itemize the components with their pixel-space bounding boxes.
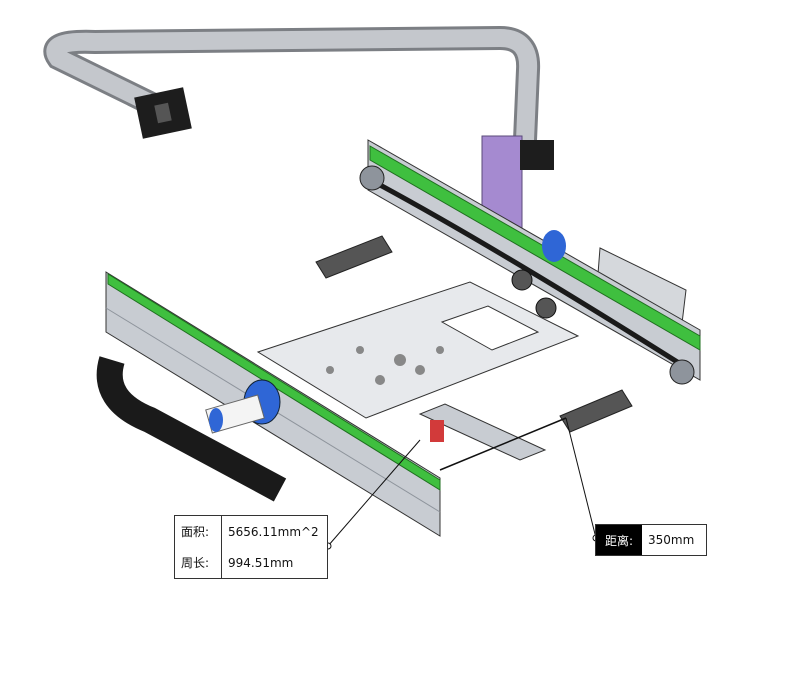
pipe-arm[interactable] xyxy=(43,25,541,152)
distance-measure-callout[interactable]: 距离: 350mm xyxy=(595,524,707,556)
foot-plate-left xyxy=(315,235,393,279)
lower-rail xyxy=(418,403,547,461)
bearing-rear xyxy=(542,230,566,262)
slider-block xyxy=(430,420,444,442)
area-value: 5656.11mm^2 xyxy=(228,524,319,539)
perimeter-value: 994.51mm xyxy=(228,555,294,570)
cable-chain xyxy=(96,356,287,502)
clamp-block xyxy=(520,140,554,170)
distance-value: 350mm xyxy=(648,533,695,547)
foot-plate-right xyxy=(559,389,633,433)
area-label: 面积: xyxy=(175,516,222,547)
distance-leader xyxy=(565,417,597,539)
distance-line xyxy=(439,417,567,471)
upper-rail[interactable] xyxy=(359,139,701,385)
distance-label: 距离: xyxy=(596,525,642,555)
shaft-end xyxy=(209,408,223,432)
carriage-plate[interactable] xyxy=(256,281,580,419)
area-measure-callout[interactable]: 面积: 5656.11mm^2 周长: 994.51mm xyxy=(174,515,328,579)
perimeter-label: 周长: xyxy=(175,547,222,578)
area-leader xyxy=(327,439,421,547)
